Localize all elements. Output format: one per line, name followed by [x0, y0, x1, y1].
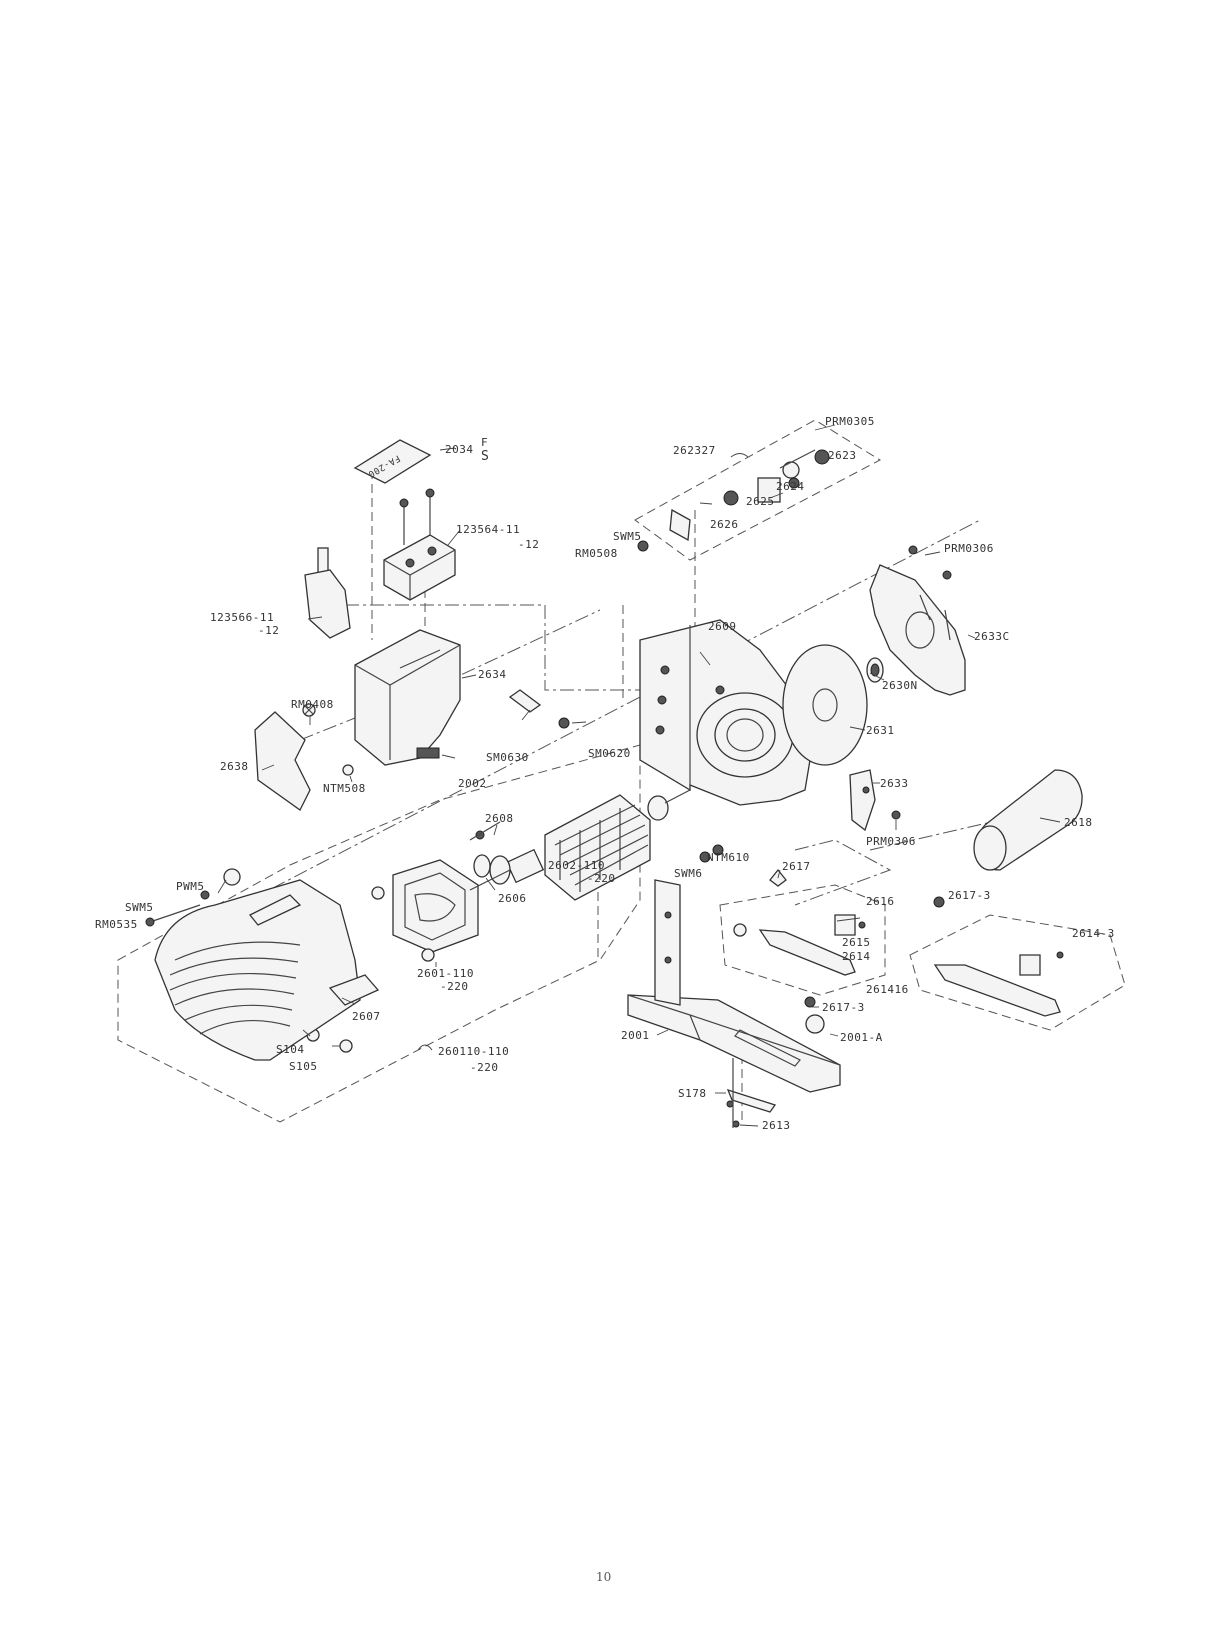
label-2614: 2614	[842, 950, 871, 963]
label-2613: 2613	[762, 1119, 791, 1132]
label-262327: 262327	[673, 444, 716, 457]
label-2608: 2608	[485, 812, 514, 825]
label-sm0620: SM0620	[588, 747, 631, 760]
label-2601-220: -220	[440, 980, 469, 993]
label-2617-3-right: 2617-3	[948, 889, 991, 902]
label-swm5-top: SWM5	[613, 530, 642, 543]
label-2614-3: 2614-3	[1072, 927, 1115, 940]
clamp-s178	[726, 1058, 777, 1128]
label-123564-12: -12	[518, 538, 539, 551]
label-rm0508: RM0508	[575, 547, 618, 560]
lever-2614-3	[933, 954, 1061, 1017]
label-rm0408: RM0408	[291, 698, 334, 711]
label-261416: 261416	[866, 983, 909, 996]
label-swm6: SWM6	[674, 867, 703, 880]
label-2001-a: 2001-A	[840, 1031, 883, 1044]
label-swm5-left: SWM5	[125, 901, 154, 914]
label-2630n: 2630N	[882, 679, 918, 692]
capacitor-2618	[973, 769, 1083, 871]
gear-housing-2609	[639, 619, 811, 806]
label-2609: 2609	[708, 620, 737, 633]
lever-2614	[758, 914, 856, 976]
name-plate-2034: FA-200	[353, 439, 432, 484]
label-2615: 2615	[842, 936, 871, 949]
label-ntm508: NTM508	[323, 782, 366, 795]
label-2602-220: -220	[587, 872, 616, 885]
label-2001: 2001	[621, 1029, 650, 1042]
label-2624: 2624	[776, 480, 805, 493]
label-2607: 2607	[352, 1010, 381, 1023]
label-260110-220: -220	[470, 1061, 499, 1074]
blade-guard-2633c	[869, 564, 966, 696]
armature-2602	[469, 789, 691, 901]
label-2602-110: 2602-110	[548, 859, 605, 872]
label-123566-11: 123566-11	[210, 611, 274, 624]
label-s104: S104	[276, 1043, 305, 1056]
cover-plate-2638	[254, 711, 311, 811]
label-s178: S178	[678, 1087, 707, 1100]
label-2606: 2606	[498, 892, 527, 905]
leader-lines	[217, 424, 1061, 1127]
label-2638: 2638	[220, 760, 249, 773]
label-260110-110: 260110-110	[438, 1045, 509, 1058]
blade-2631	[782, 644, 884, 766]
label-2034-s: S	[481, 449, 489, 464]
label-ntm610: NTM610	[707, 851, 750, 864]
fasteners	[145, 508, 1064, 1128]
switch-123564	[383, 488, 456, 601]
part-labels: 2034 F S 123564-11 -12 123566-11 -12 263…	[95, 415, 1115, 1132]
label-prm0306-bottom: PRM0306	[866, 835, 916, 848]
label-rm0535: RM0535	[95, 918, 138, 931]
bracket-2633	[849, 769, 876, 832]
field-coil-2601	[371, 859, 479, 962]
label-pwm5: PWM5	[176, 880, 205, 893]
label-2634: 2634	[478, 668, 507, 681]
label-sm0630: SM0630	[486, 751, 529, 764]
label-2626: 2626	[710, 518, 739, 531]
switch-lever-123566	[304, 547, 351, 639]
label-prm0305: PRM0305	[825, 415, 875, 428]
label-2616: 2616	[866, 895, 895, 908]
base-plate-2001	[627, 879, 841, 1093]
label-2034: 2034	[445, 443, 474, 456]
label-123566-12: -12	[258, 624, 279, 637]
label-2034-f: F	[481, 436, 488, 449]
label-2617: 2617	[782, 860, 811, 873]
label-2623: 2623	[828, 449, 857, 462]
bracket-262327	[723, 449, 830, 506]
page-number: 10	[596, 1570, 612, 1584]
label-2618: 2618	[1064, 816, 1093, 829]
label-2625: 2625	[746, 495, 775, 508]
label-s105: S105	[289, 1060, 318, 1073]
label-123564-11: 123564-11	[456, 523, 520, 536]
label-2617-3-base: 2617-3	[822, 1001, 865, 1014]
switch-housing-2634	[354, 629, 461, 766]
label-2002: 2002	[458, 777, 487, 790]
label-2633: 2633	[880, 777, 909, 790]
label-prm0306-top: PRM0306	[944, 542, 994, 555]
label-2633c: 2633C	[974, 630, 1010, 643]
label-2601-110: 2601-110	[417, 967, 474, 980]
motor-cover-260110	[154, 879, 380, 1061]
label-2631: 2631	[866, 724, 895, 737]
